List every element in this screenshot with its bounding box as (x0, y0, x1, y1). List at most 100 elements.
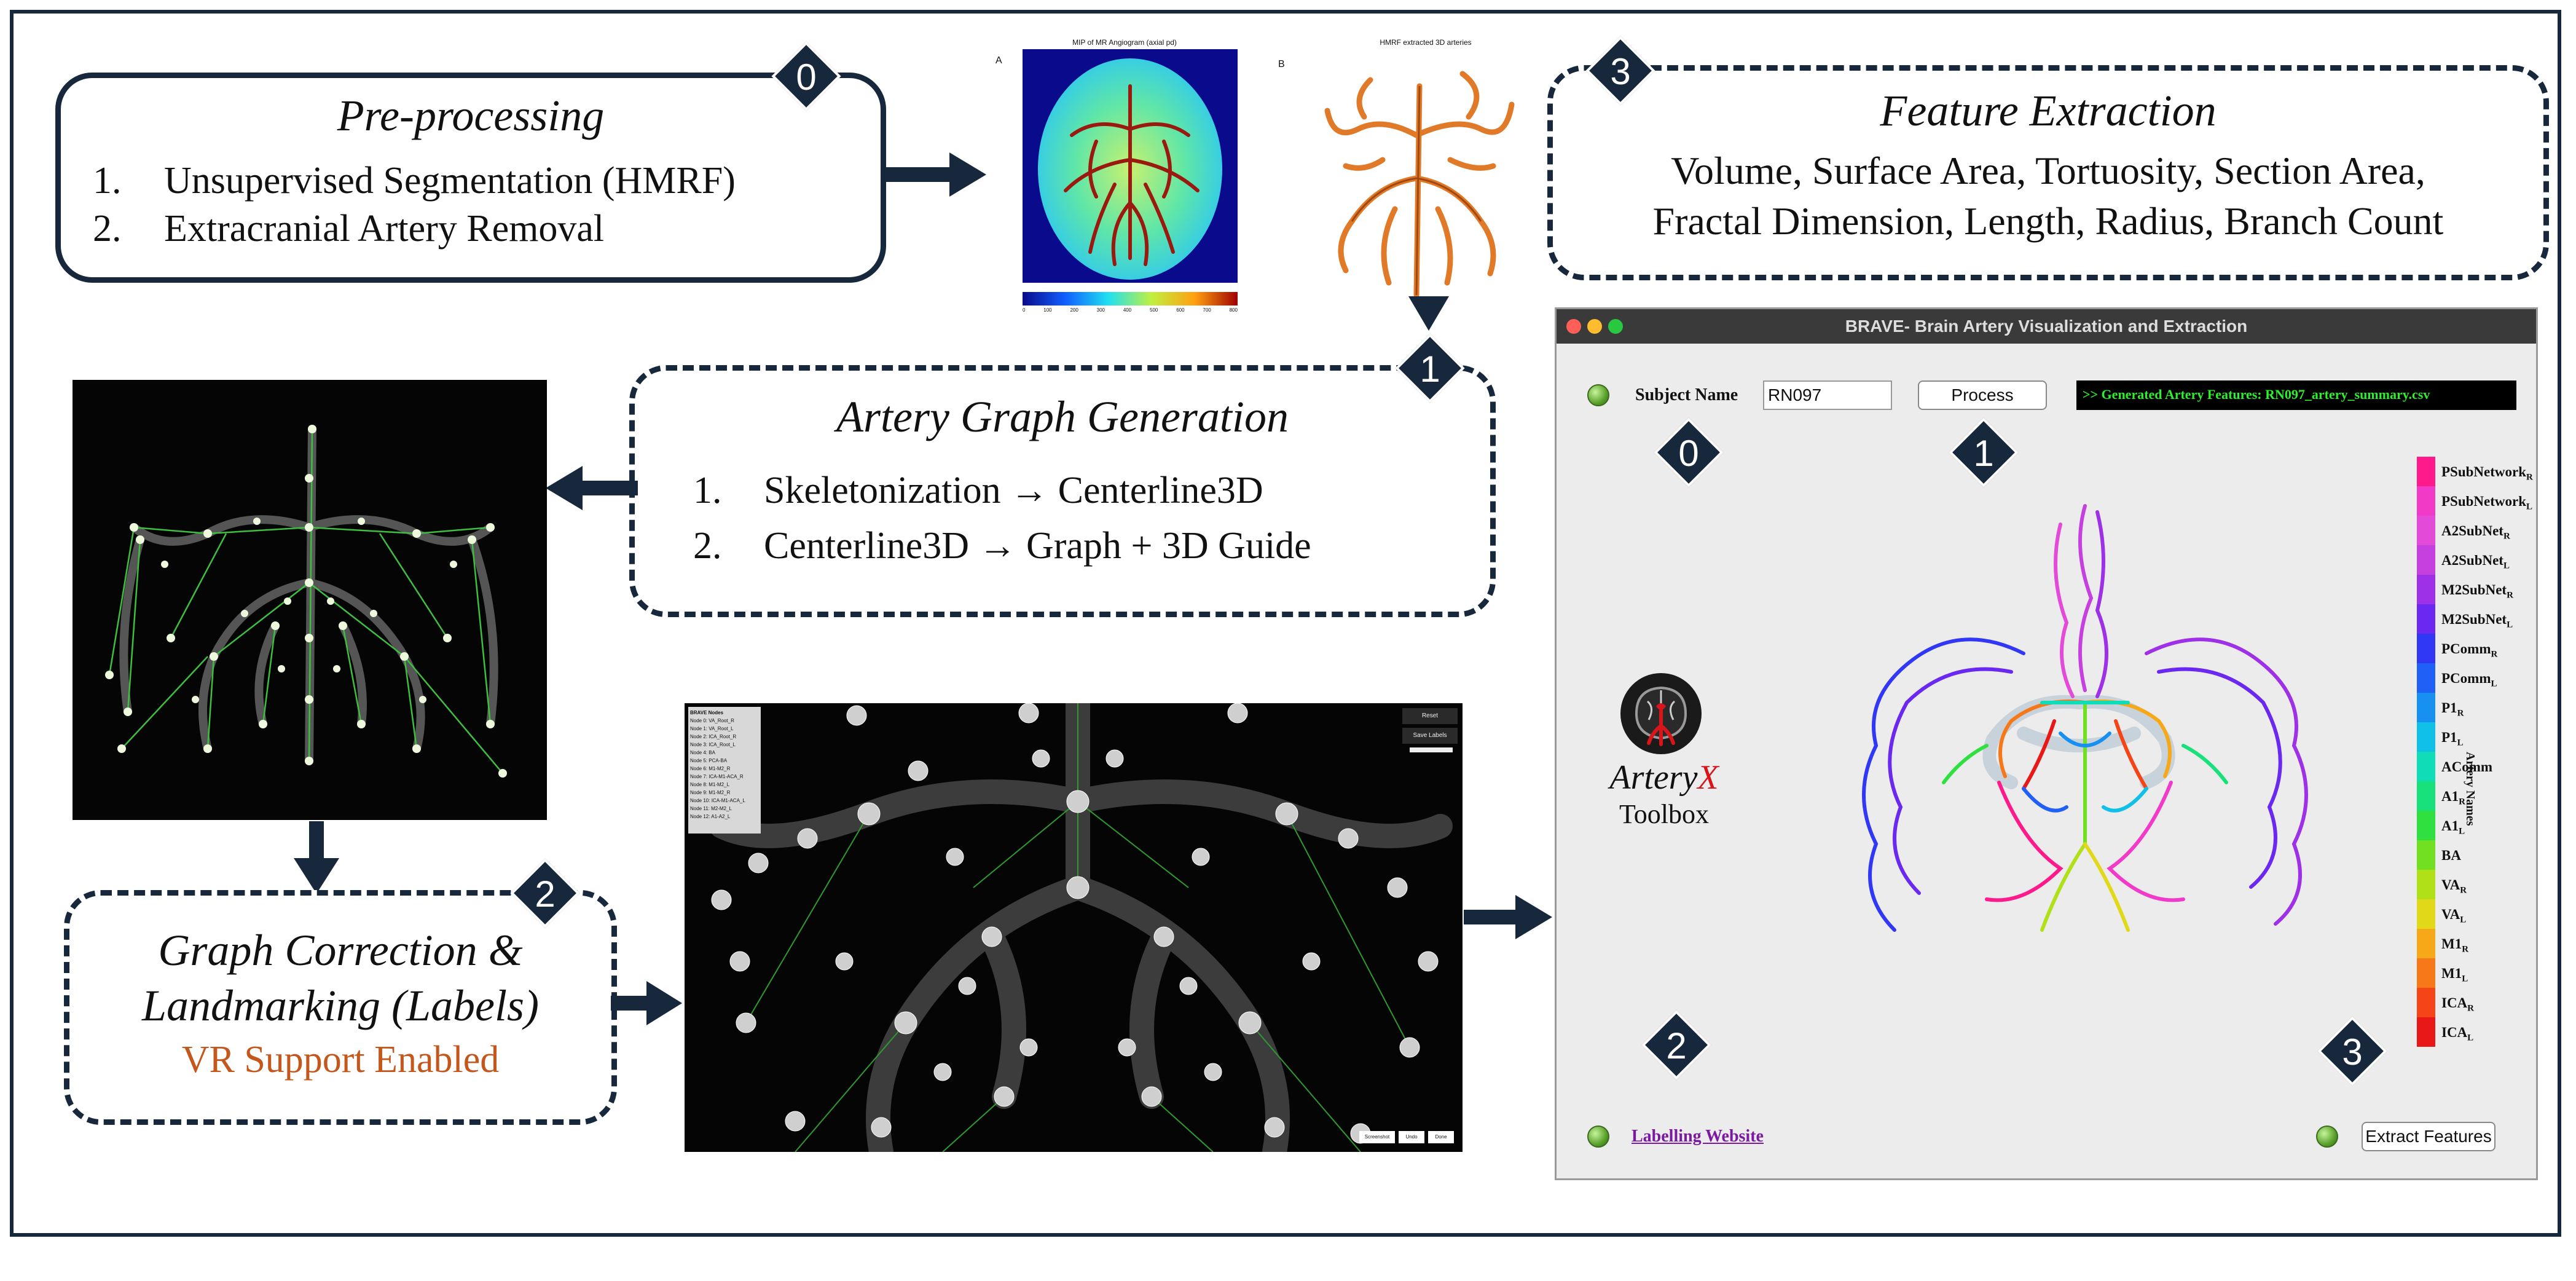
graph-gen-item-1-num: 1. (693, 470, 722, 511)
mra-mip-image (1023, 49, 1238, 305)
feature-list-line-2: Fractal Dimension, Length, Radius, Branc… (1652, 199, 2444, 243)
vr-node-item[interactable]: Node 6: M1-M2_R (690, 766, 731, 771)
colorbar-tick: 200 (1070, 307, 1078, 313)
labelling-website-link[interactable]: Labelling Website (1632, 1127, 1764, 1146)
legend-item: M1L (2441, 966, 2468, 984)
subject-status-led-icon (1587, 384, 1609, 406)
step-0-badge: 0 (771, 41, 841, 111)
legend-item: M1R (2441, 936, 2469, 955)
legend-item: AComm (2441, 759, 2493, 775)
arteryx-x: X (1697, 759, 1719, 797)
legend-item: PCommR (2441, 641, 2498, 660)
preprocessing-item-1: Unsupervised Segmentation (HMRF) (164, 160, 736, 202)
vr-slider[interactable] (1410, 747, 1453, 752)
mra-mip-panel: A MIP of MR Angiogram (axial pd) (995, 37, 1254, 320)
vr-support-label: VR Support Enabled (181, 1039, 500, 1081)
legend-item: M2SubNetR (2441, 582, 2513, 601)
legend-item: PSubNetworkL (2441, 494, 2533, 512)
colorbar-tick: 0 (1023, 307, 1026, 313)
vr-node-item[interactable]: Node 2: ICA_Root_R (690, 734, 737, 739)
vr-done-button[interactable]: Done (1428, 1131, 1454, 1143)
vr-node-item[interactable]: Node 8: M1-M2_L (690, 782, 730, 787)
graph-gen-item-2-num: 2. (693, 525, 722, 567)
vr-node-item[interactable]: Node 11: M2-M2_L (690, 806, 732, 811)
colorbar-tick: 700 (1203, 307, 1211, 313)
artery-color-legend-bar (2417, 457, 2435, 1047)
vr-node-item[interactable]: Node 3: ICA_Root_L (690, 742, 736, 747)
window-minimize-icon[interactable] (1587, 319, 1602, 334)
gui-badge-0: 0 (1654, 417, 1724, 487)
brave-app-window: BRAVE- Brain Artery Visualization and Ex… (1555, 307, 2538, 1180)
window-maximize-icon[interactable] (1608, 319, 1623, 334)
vr-undo-button[interactable]: Undo (1399, 1131, 1424, 1143)
feature-list-line-1: Volume, Surface Area, Tortuosity, Sectio… (1671, 149, 2425, 192)
gui-badge-1: 1 (1949, 417, 2019, 487)
legend-item: PSubNetworkR (2441, 464, 2533, 483)
vr-node-item[interactable]: Node 9: M1-M2_R (690, 790, 731, 795)
extracted-arteries-panel: B HMRF extracted 3D arteries (1272, 37, 1530, 301)
graph-gen-item-2: Centerline3D → Graph + 3D Guide (764, 525, 1311, 567)
vr-save-labels-button[interactable]: Save Labels (1402, 728, 1458, 744)
vr-node-item[interactable]: Node 5: PCA-BA (690, 758, 728, 763)
legend-item: A1L (2441, 818, 2465, 837)
vr-node-item[interactable]: Node 0: VA_Root_R (690, 718, 734, 723)
gui-badge-3: 3 (2317, 1016, 2387, 1086)
window-close-icon[interactable] (1566, 319, 1581, 334)
vr-screenshot-button[interactable]: Screenshot (1359, 1131, 1395, 1143)
vr-node-item[interactable]: Node 4: BA (690, 750, 715, 755)
graph-gen-item-1: Skeletonization → Centerline3D (764, 470, 1263, 511)
vr-node-item[interactable]: Node 1: VA_Root_L (690, 726, 734, 731)
arteries-title-b: HMRF extracted 3D arteries (1380, 38, 1472, 47)
arrow-correction-to-vr (611, 981, 682, 1025)
vr-node-item[interactable]: Node 12: A1-A2_L (690, 814, 731, 819)
vr-node-item[interactable]: Node 7: ICA-M1-ACA_R (690, 774, 744, 779)
colorbar-tick: 100 (1043, 307, 1052, 313)
vr-reset-button[interactable]: Reset (1402, 708, 1458, 724)
vr-node-list: BRAVE Nodes Node 0: VA_Root_R Node 1: VA… (688, 707, 761, 834)
graph-correction-title-line-1: Graph Correction & (158, 926, 523, 975)
legend-item: A1R (2441, 789, 2465, 807)
arrow-vr-to-brave (1464, 895, 1552, 939)
legend-item: A2SubNetR (2441, 523, 2510, 542)
extracted-arteries-image (1324, 71, 1515, 298)
graph-generation-box: Artery Graph Generation 1. Skeletonizati… (629, 365, 1496, 617)
colorbar-tick: 800 (1229, 307, 1238, 313)
preprocessing-box: Pre-processing 1. Unsupervised Segmentat… (55, 73, 886, 283)
vr-labeling-panel: BRAVE Nodes Node 0: VA_Root_R Node 1: VA… (685, 703, 1463, 1152)
brave-window-title: BRAVE- Brain Artery Visualization and Ex… (1845, 317, 2248, 336)
outer-frame (10, 10, 2561, 1237)
arteryx-name: Artery (1609, 759, 1698, 797)
graph-generation-title: Artery Graph Generation (836, 392, 1289, 441)
legend-item: P1R (2441, 700, 2464, 719)
legend-item: P1L (2441, 730, 2464, 748)
mra-colorbar-ticks: 0 100 200 300 400 500 600 700 800 (1023, 307, 1238, 313)
legend-axis-label: Artery Names (2464, 752, 2477, 826)
arteryx-logo-text: ArteryX (1593, 758, 1735, 797)
step-2-badge: 2 (510, 858, 580, 928)
process-button[interactable]: Process (1918, 380, 2047, 410)
subject-name-input[interactable]: RN097 (1763, 380, 1892, 410)
legend-item: ICAL (2441, 1025, 2474, 1043)
arrow-graph-gen-to-skeleton (546, 466, 638, 510)
vr-node-item[interactable]: Node 10: ICA-M1-ACA_L (690, 798, 745, 803)
vr-node-list-header: BRAVE Nodes (690, 710, 724, 715)
gui-badge-2: 2 (1641, 1010, 1711, 1080)
preprocessing-item-1-num: 1. (93, 160, 122, 202)
labelling-status-led-icon (1587, 1125, 1609, 1148)
extract-features-button[interactable]: Extract Features (2362, 1122, 2496, 1151)
step-3-badge: 3 (1585, 36, 1655, 106)
legend-item: M2SubNetL (2441, 612, 2513, 630)
preprocessing-item-2: Extracranial Artery Removal (164, 208, 605, 250)
graph-correction-box: Graph Correction & Landmarking (Labels) … (64, 890, 617, 1125)
legend-item: VAR (2441, 877, 2467, 896)
colorbar-tick: 500 (1150, 307, 1158, 313)
legend-item: ICAR (2441, 995, 2475, 1014)
brave-title-bar: BRAVE- Brain Artery Visualization and Ex… (1557, 309, 2536, 344)
preprocessing-title: Pre-processing (337, 91, 605, 140)
mra-title-a: MIP of MR Angiogram (axial pd) (1072, 38, 1177, 47)
arrow-preprocessing-to-mra (885, 152, 986, 197)
colorbar-tick: 300 (1096, 307, 1105, 313)
arrow-arteries-to-graph (1408, 296, 1449, 331)
preprocessing-item-2-num: 2. (93, 208, 122, 250)
arrow-skeleton-to-correction (294, 821, 339, 894)
